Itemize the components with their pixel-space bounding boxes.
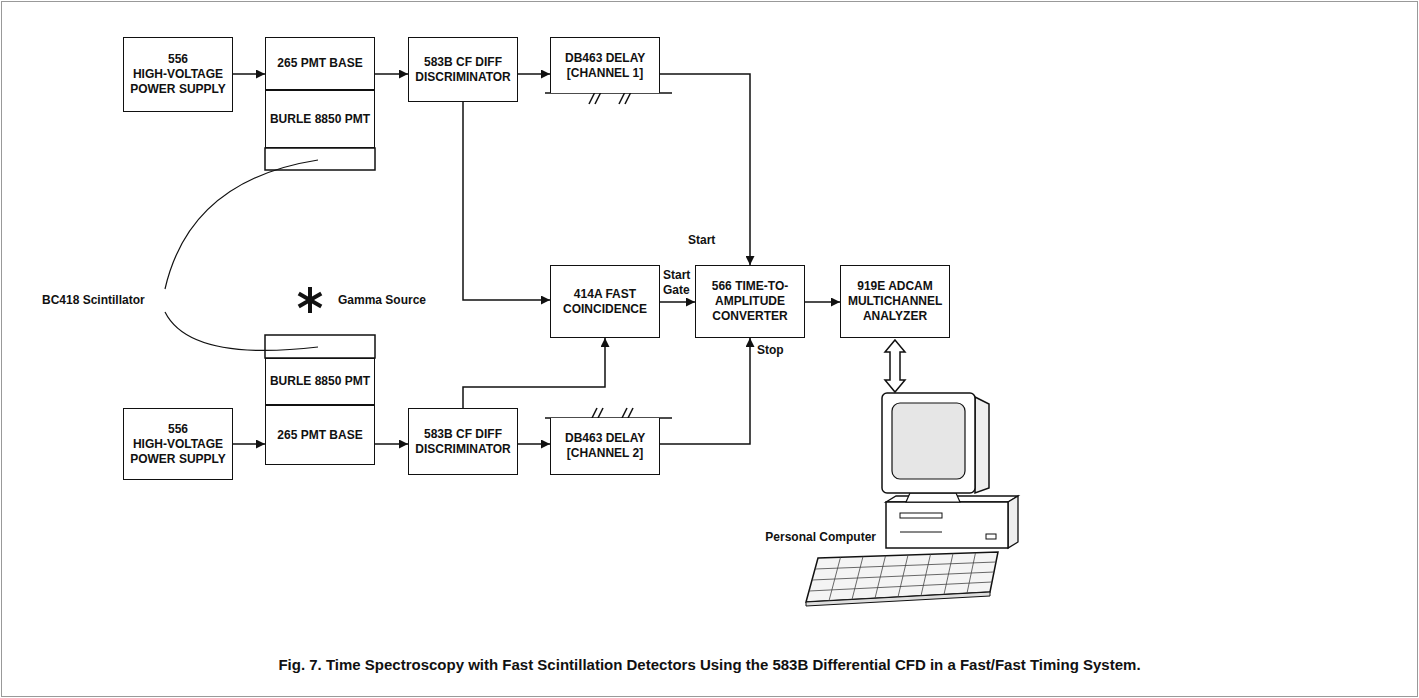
text-holder: BURLE 8850 PMT xyxy=(269,112,371,127)
box-label: 566 TIME-TO-AMPLITUDE CONVERTER xyxy=(699,279,801,324)
part-label: BC418 Scintillator xyxy=(42,293,145,308)
signal-label: Start xyxy=(688,233,715,248)
power-supply-box: 556 HIGH-VOLTAGE POWER SUPPLY xyxy=(123,408,233,480)
computer-illustration xyxy=(806,393,1018,606)
box-label: 265 PMT BASE xyxy=(269,56,371,71)
discriminator-box: 583B CF DIFF DISCRIMINATOR xyxy=(408,408,518,475)
text-holder: DB463 DELAY [CHANNEL 1] xyxy=(554,51,656,81)
box-label: 919E ADCAM MULTICHANNEL ANALYZER xyxy=(844,279,946,324)
text-holder: 566 TIME-TO-AMPLITUDE CONVERTER xyxy=(699,279,801,324)
text-holder: 919E ADCAM MULTICHANNEL ANALYZER xyxy=(844,279,946,324)
box-label: DB463 DELAY [CHANNEL 1] xyxy=(554,51,656,81)
text-holder: 265 PMT BASE xyxy=(269,56,371,71)
signal-arrow xyxy=(518,73,550,75)
signal-arrow xyxy=(375,73,408,75)
leader-line xyxy=(165,312,318,350)
scintillator-block xyxy=(265,148,375,170)
pmt-box: BURLE 8850 PMT xyxy=(265,90,375,148)
signal-arrow xyxy=(463,338,605,408)
signal-label: Stop xyxy=(757,343,784,358)
box-label: 414A FAST COINCIDENCE xyxy=(554,287,656,317)
box-label: 265 PMT BASE xyxy=(269,428,371,443)
box-label: BURLE 8850 PMT xyxy=(269,374,371,389)
discriminator-box: 583B CF DIFF DISCRIMINATOR xyxy=(408,37,518,102)
signal-arrow xyxy=(518,443,550,445)
text-holder: 556 HIGH-VOLTAGE POWER SUPPLY xyxy=(127,52,229,97)
signal-arrow xyxy=(233,443,265,445)
box-label: DB463 DELAY [CHANNEL 2] xyxy=(554,431,656,461)
box-label: BURLE 8850 PMT xyxy=(269,112,371,127)
box-label: 556 HIGH-VOLTAGE POWER SUPPLY xyxy=(127,52,229,97)
text-holder: 583B CF DIFF DISCRIMINATOR xyxy=(412,427,514,457)
signal-arrow xyxy=(660,74,750,265)
signal-arrow xyxy=(660,338,750,444)
text-holder: 265 PMT BASE xyxy=(269,428,371,443)
text-holder: BURLE 8850 PMT xyxy=(269,374,371,389)
box-label: 583B CF DIFF DISCRIMINATOR xyxy=(412,427,514,457)
text-holder: 414A FAST COINCIDENCE xyxy=(554,287,656,317)
data-link-arrow xyxy=(885,340,905,392)
power-supply-box: 556 HIGH-VOLTAGE POWER SUPPLY xyxy=(123,37,233,112)
scintillator-block xyxy=(265,335,375,358)
signal-arrow xyxy=(375,443,408,445)
text-holder: DB463 DELAY [CHANNEL 2] xyxy=(554,431,656,461)
analyzer-box: 919E ADCAM MULTICHANNEL ANALYZER xyxy=(840,265,950,338)
delay-box: DB463 DELAY [CHANNEL 1] xyxy=(550,37,660,93)
signal-arrow xyxy=(805,301,840,303)
text-holder: 583B CF DIFF DISCRIMINATOR xyxy=(412,55,514,85)
pmt-base-box: 265 PMT BASE xyxy=(265,405,375,465)
delay-box: DB463 DELAY [CHANNEL 2] xyxy=(550,418,660,475)
text-holder: 556 HIGH-VOLTAGE POWER SUPPLY xyxy=(127,422,229,467)
part-label: Gamma Source xyxy=(338,293,426,308)
box-label: 583B CF DIFF DISCRIMINATOR xyxy=(412,55,514,85)
node-caption: Personal Computer xyxy=(760,530,876,545)
box-label: 556 HIGH-VOLTAGE POWER SUPPLY xyxy=(127,422,229,467)
signal-label: Start Gate xyxy=(663,268,693,298)
signal-arrow xyxy=(233,73,265,75)
leader-line xyxy=(165,160,318,289)
gamma-source-symbol xyxy=(299,287,322,313)
coincidence-box: 414A FAST COINCIDENCE xyxy=(550,265,660,338)
signal-arrow xyxy=(463,102,550,300)
pmt-base-box: 265 PMT BASE xyxy=(265,37,375,90)
pmt-box: BURLE 8850 PMT xyxy=(265,358,375,405)
converter-box: 566 TIME-TO-AMPLITUDE CONVERTER xyxy=(695,265,805,338)
computer-node: Personal Computer xyxy=(760,392,1020,612)
signal-arrow xyxy=(660,301,695,303)
figure-caption: Fig. 7. Time Spectroscopy with Fast Scin… xyxy=(0,656,1419,674)
